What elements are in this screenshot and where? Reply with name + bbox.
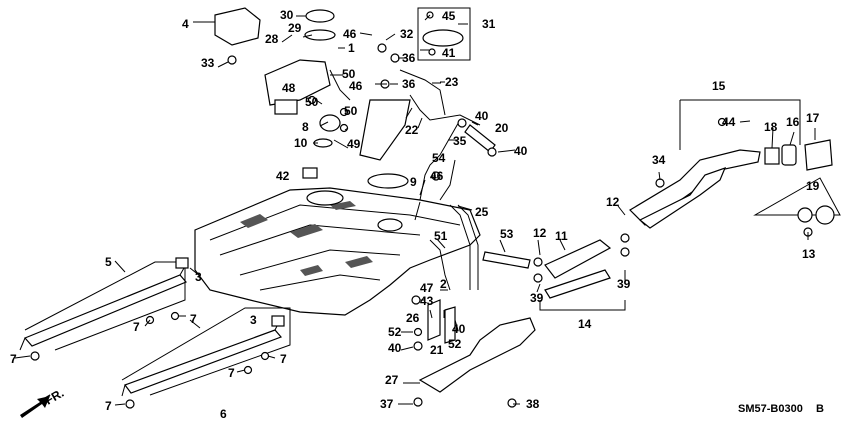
callout-39: 39 <box>617 277 631 291</box>
hose-14-bracket <box>539 300 626 311</box>
callout-29: 29 <box>288 21 302 35</box>
leader-lines <box>14 14 816 406</box>
callout-40: 40 <box>475 109 489 123</box>
callout-40: 40 <box>452 322 466 336</box>
callout-46: 46 <box>343 27 357 41</box>
callout-39: 39 <box>530 291 544 305</box>
callout-40: 40 <box>388 341 402 355</box>
hose-53 <box>482 251 531 269</box>
callout-36: 36 <box>402 77 416 91</box>
callout-52: 52 <box>448 337 462 351</box>
callout-32: 32 <box>400 27 414 41</box>
fuel-lines <box>419 119 479 291</box>
callout-51: 51 <box>434 229 448 243</box>
diagram-code: SM57-B0300 <box>738 403 803 415</box>
callout-7: 7 <box>133 320 140 334</box>
callout-10: 10 <box>294 136 308 150</box>
callout-8: 8 <box>302 120 309 134</box>
callout-labels: 1 2 3 3 4 5 6 7 7 7 7 7 7 7 8 9 10 11 12… <box>10 8 820 421</box>
diagram-code-suffix: B <box>816 403 824 415</box>
callout-5: 5 <box>105 255 112 269</box>
callout-12: 12 <box>533 226 547 240</box>
callout-50: 50 <box>342 67 356 81</box>
callout-33: 33 <box>201 56 215 70</box>
callout-14: 14 <box>578 317 592 331</box>
callout-17: 17 <box>806 111 820 125</box>
callout-43: 43 <box>420 294 434 308</box>
sender-assembly <box>264 9 411 189</box>
filler-pipe <box>629 99 841 229</box>
callout-28: 28 <box>265 32 279 46</box>
breather-hose-14 <box>544 269 611 299</box>
callout-40: 40 <box>514 144 528 158</box>
callout-21: 21 <box>430 343 444 357</box>
callout-41: 41 <box>442 46 456 60</box>
callout-22: 22 <box>405 123 419 137</box>
callout-31: 31 <box>482 17 496 31</box>
callout-35: 35 <box>453 134 467 148</box>
callout-1: 1 <box>348 41 355 55</box>
callout-26: 26 <box>406 311 420 325</box>
tank-strap-6 <box>121 319 283 397</box>
callout-19: 19 <box>806 179 820 193</box>
callout-11: 11 <box>555 229 568 243</box>
callout-9: 9 <box>410 175 417 189</box>
callout-46: 46 <box>349 79 363 93</box>
callout-12: 12 <box>606 195 620 209</box>
callout-37: 37 <box>380 397 394 411</box>
callout-27: 27 <box>385 373 399 387</box>
callout-38: 38 <box>526 397 540 411</box>
callout-50: 50 <box>305 95 319 109</box>
fasteners <box>30 43 813 409</box>
hoses-21-26 <box>427 299 456 344</box>
callout-47: 47 <box>420 281 434 295</box>
bracket-4 <box>214 7 261 46</box>
fuel-tank <box>194 187 481 316</box>
callout-34: 34 <box>652 153 666 167</box>
callout-7: 7 <box>10 352 17 366</box>
callout-3: 3 <box>250 313 257 327</box>
callout-4: 4 <box>182 17 189 31</box>
callout-30: 30 <box>280 8 294 22</box>
callout-13: 13 <box>802 247 816 261</box>
callout-45: 45 <box>442 9 456 23</box>
callout-23: 23 <box>445 75 459 89</box>
callout-7: 7 <box>105 399 112 413</box>
callout-7: 7 <box>190 312 197 326</box>
callout-7: 7 <box>280 352 287 366</box>
callout-20: 20 <box>495 121 509 135</box>
callout-53: 53 <box>500 227 514 241</box>
callout-50: 50 <box>344 104 358 118</box>
callout-2: 2 <box>440 277 447 291</box>
callout-7: 7 <box>228 366 235 380</box>
callout-3: 3 <box>195 270 202 284</box>
callout-18: 18 <box>764 120 778 134</box>
filler-hose-11 <box>544 239 612 279</box>
callout-16: 16 <box>786 115 800 129</box>
callout-25: 25 <box>475 205 489 219</box>
front-direction-arrow: FR. <box>20 386 66 418</box>
callout-6: 6 <box>220 407 227 421</box>
callout-46: 46 <box>430 169 444 183</box>
callout-49: 49 <box>347 137 361 151</box>
callout-42: 42 <box>276 169 290 183</box>
callout-44: 44 <box>722 115 736 129</box>
callout-54: 54 <box>432 151 446 165</box>
callout-48: 48 <box>282 81 296 95</box>
callout-52: 52 <box>388 325 402 339</box>
upper-lines <box>329 69 481 126</box>
callout-36: 36 <box>402 51 416 65</box>
callout-15: 15 <box>712 79 726 93</box>
shield-27 <box>418 317 536 393</box>
tank-strap-5 <box>19 267 187 351</box>
